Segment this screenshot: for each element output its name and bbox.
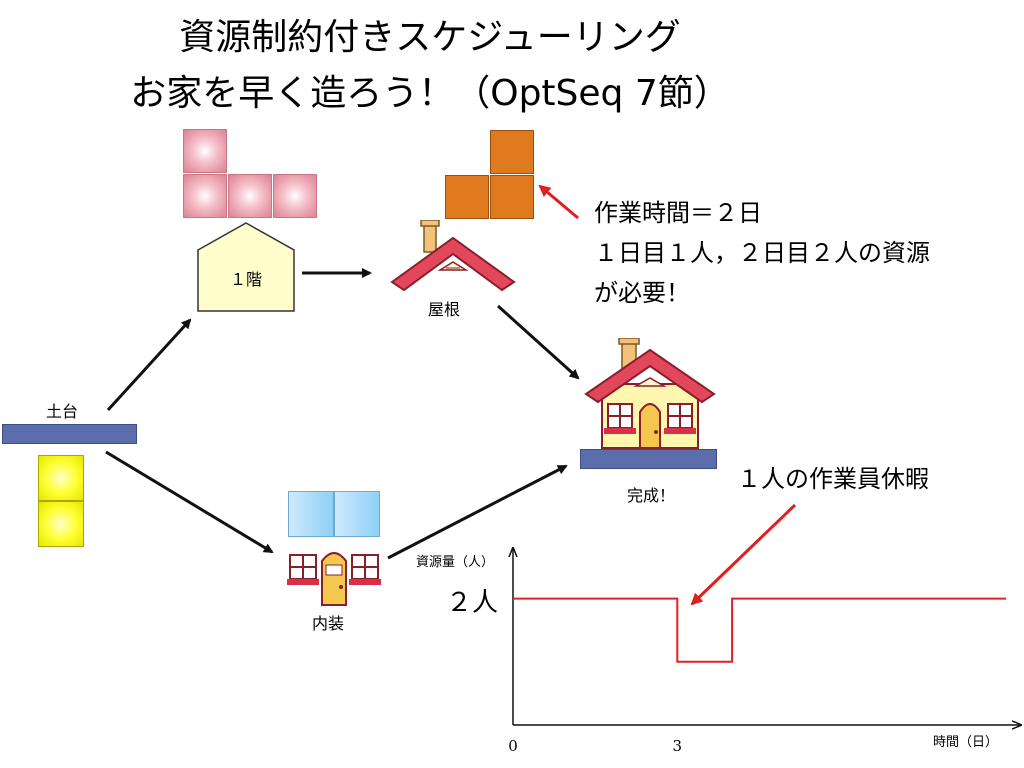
arrow-interior-to-complete	[387, 464, 568, 560]
roof-note-line-3: が必要！	[594, 279, 690, 307]
x-tick-label: 3	[673, 737, 683, 755]
level-label: ２人	[446, 588, 499, 618]
orange-block-1	[445, 175, 489, 219]
orange-block-2	[490, 175, 534, 219]
foundation-slab	[2, 424, 137, 444]
yellow-block-2	[38, 501, 84, 547]
resource-series-line	[513, 597, 1006, 663]
foundation-label: 土台	[46, 402, 79, 421]
blue-block-1	[288, 491, 334, 537]
complete-label: 完成！	[627, 486, 676, 505]
complete-slab	[580, 449, 717, 469]
blue-block-2	[334, 491, 380, 537]
interior-label: 内装	[312, 614, 345, 633]
first-floor-label: １階	[229, 270, 262, 289]
arrow-roof-note	[538, 184, 579, 220]
arrow-foundation-to-interior	[105, 450, 274, 554]
complete-house-icon	[584, 338, 716, 449]
roof-note-line-2: １日目１人，２日目２人の資源	[594, 239, 930, 267]
arrow-foundation-to-floor	[106, 318, 192, 412]
arrow-vacation-note	[690, 503, 797, 606]
x-tick-label: 0	[508, 737, 518, 755]
first-floor-node: １階	[197, 222, 295, 312]
roof-label: 屋根	[428, 300, 461, 319]
orange-block-top	[490, 130, 534, 174]
pink-block-top	[183, 129, 227, 173]
vacation-note: １人の作業員休暇	[737, 465, 929, 493]
title-line-2: お家を早く造ろう！（OptSeq 7節）	[130, 73, 730, 114]
roof-icon	[390, 220, 516, 292]
title-line-1: 資源制約付きスケジューリング	[179, 17, 681, 58]
roof-note-line-1: 作業時間＝２日	[594, 199, 762, 227]
arrow-roof-to-complete	[496, 304, 580, 380]
interior-icon	[287, 552, 381, 606]
yellow-block-1	[38, 455, 84, 501]
pink-block-2	[228, 174, 272, 218]
pink-block-1	[183, 174, 227, 218]
y-axis-label: 資源量（人）	[416, 555, 494, 570]
pink-block-3	[273, 174, 317, 218]
pentagon-shape	[197, 222, 295, 312]
x-axis-label: 時間（日）	[933, 735, 998, 750]
